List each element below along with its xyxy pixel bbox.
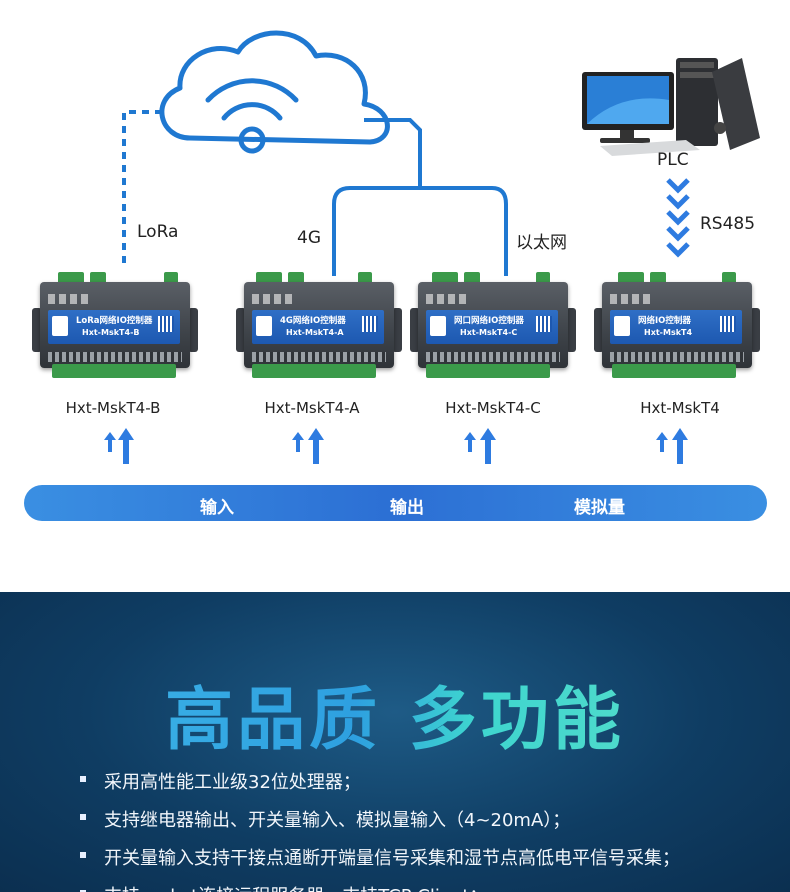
up-arrow-icon [656,428,688,464]
device-panel-model: Hxt-MskT4-B [82,328,140,337]
device-label-b: Hxt-MskT4-B [65,399,161,417]
computer-icon [582,58,760,156]
feature-title: 高品质 多功能 [0,664,790,763]
rs485-label: RS485 [700,214,756,234]
device-panel-name: 网络IO控制器 [638,316,691,326]
bullet-marker [80,814,86,820]
device-label-c: Hxt-MskT4-C [445,399,541,417]
network-topology-diagram: LoRa 4G 以太网 PLC RS485 LoRa网络IO控制器 Hxt-Ms… [24,30,767,521]
up-arrow-icon [292,428,324,464]
feature-section: 高品质 多功能 采用高性能工业级32位处理器； 支持继电器输出、开关量输入、模拟… [0,592,790,892]
ethernet-link [420,186,508,276]
ethernet-label: 以太网 [516,233,567,253]
device-hxt-msket4-b: LoRa网络IO控制器 Hxt-MskT4-B [32,268,198,380]
up-arrow-icon [104,428,134,464]
lora-label: LoRa [137,222,179,242]
device-label-base: Hxt-MskT4 [640,399,720,417]
topology-lines [122,30,760,276]
io-input-label: 输入 [200,498,234,518]
bullet-marker [80,890,86,892]
device-panel: 网口网络IO控制器 Hxt-MskT4-C [426,310,558,344]
feature-item: 采用高性能工业级32位处理器； [104,772,361,793]
device-panel-model: Hxt-MskT4 [644,328,693,337]
device-panel: LoRa网络IO控制器 Hxt-MskT4-B [48,310,180,344]
feature-item: 支持socket连接远程服务器，支持TCP Client； [104,882,487,892]
up-arrow-icon [464,428,496,464]
feature-item: 开关量输入支持干接点通断开端量信号采集和湿节点高低电平信号采集； [104,848,680,869]
bullet-marker [80,776,86,782]
cloud-wifi-icon [159,30,390,154]
device-panel-model: Hxt-MskT4-C [460,328,518,337]
chevron-down-icon [666,178,690,258]
device-panel-model: Hxt-MskT4-A [286,328,344,337]
device-hxt-msket4: 网络IO控制器 Hxt-MskT4 [594,268,760,380]
io-output-label: 输出 [390,498,424,518]
io-type-bar: 输入 输出 模拟量 [24,485,767,521]
device-panel-name: LoRa网络IO控制器 [76,316,153,326]
io-analog-label: 模拟量 [574,498,625,518]
device-panel-name: 4G网络IO控制器 [280,316,346,326]
device-panel: 4G网络IO控制器 Hxt-MskT4-A [252,310,384,344]
lora-link [122,110,162,268]
4g-link [332,118,422,276]
plc-label: PLC [657,150,689,170]
device-panel-name: 网口网络IO控制器 [454,316,524,326]
device-panel: 网络IO控制器 Hxt-MskT4 [610,310,742,344]
4g-label: 4G [297,228,321,248]
device-label-a: Hxt-MskT4-A [264,399,360,417]
device-hxt-msket4-a: 4G网络IO控制器 Hxt-MskT4-A [236,268,402,380]
device-hxt-msket4-c: 网口网络IO控制器 Hxt-MskT4-C [410,268,576,380]
feature-item: 支持继电器输出、开关量输入、模拟量输入（4~20mA）； [104,810,571,831]
bullet-marker [80,852,86,858]
